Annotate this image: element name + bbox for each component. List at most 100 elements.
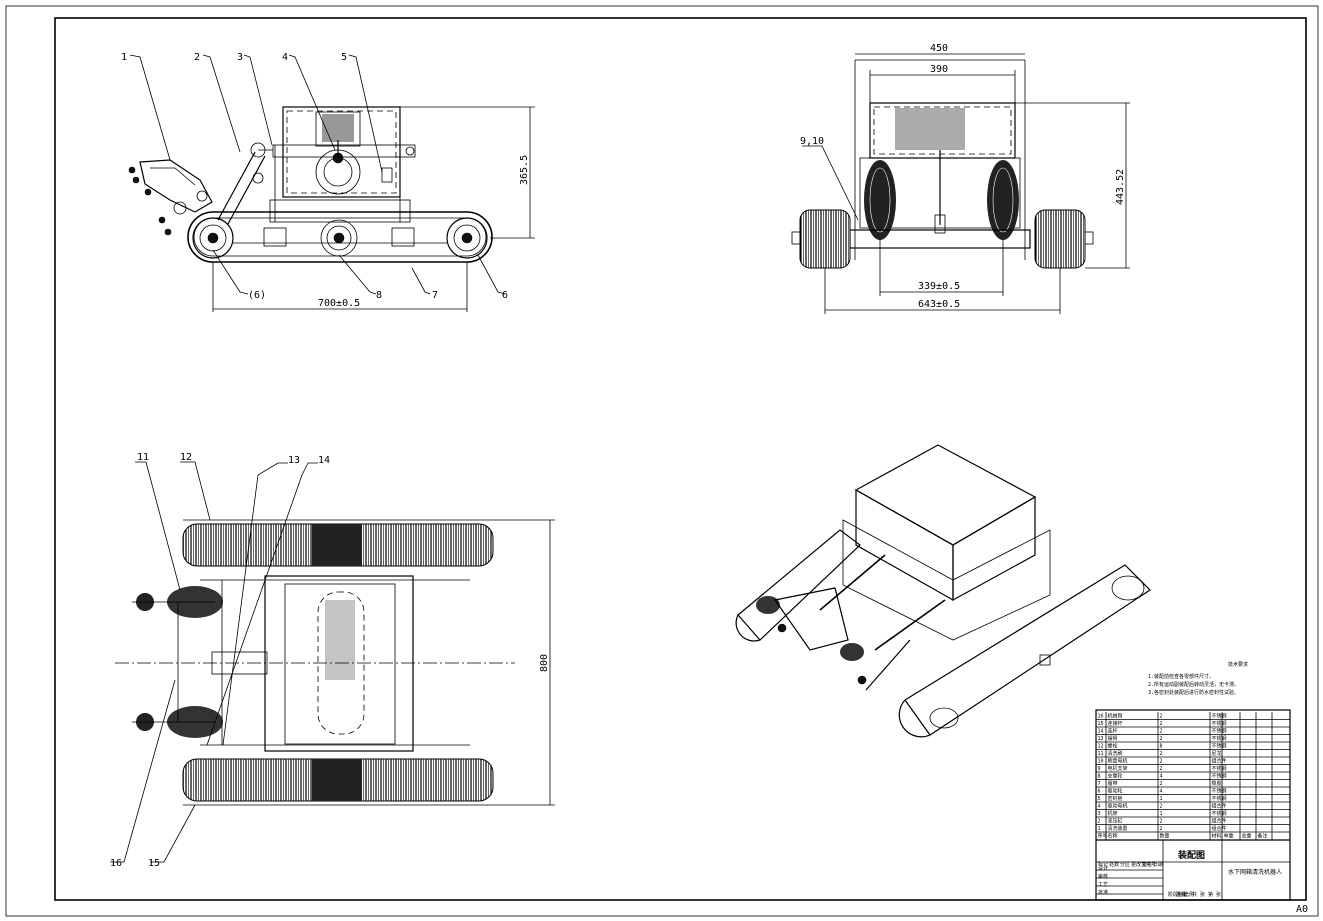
bom-cell: 16: [1098, 714, 1104, 720]
top-dim-width: 800: [493, 519, 555, 806]
bom-cell: 2: [1160, 804, 1163, 810]
bom-cell: 不锈钢: [1212, 720, 1227, 727]
bom-header-cell: 数量: [1160, 833, 1170, 840]
technical-notes: 技术要求 1.装配前检查各零部件尺寸。 2.所有运动副装配后转动灵活，无卡滞。 …: [1148, 661, 1248, 696]
callout-4: 4: [282, 52, 288, 63]
bom-cell: 清洗装置: [1108, 825, 1128, 832]
bom-cell: 不锈钢: [1212, 810, 1227, 817]
bom-cell: 摆臂: [1108, 735, 1118, 742]
bom-cell: 9: [1098, 766, 1101, 772]
revision-label: 分区: [1120, 861, 1130, 868]
bom-header-cell: 备注: [1258, 833, 1268, 840]
callout-14: 14: [318, 455, 330, 466]
top-track-upper: [182, 519, 494, 567]
iso-cabin: [854, 444, 1037, 602]
callout-13: 13: [288, 455, 300, 466]
side-view: 700±0.5 365.5 1 2 3 4 5 (6) 8 7: [121, 52, 535, 312]
bom-cell: 8: [1160, 744, 1163, 750]
bom-cell: 履带: [1108, 781, 1118, 787]
bom-header-cell: 名称: [1108, 833, 1118, 840]
bom-cell: 不锈钢: [1212, 773, 1227, 780]
callout-1: 1: [121, 52, 127, 63]
front-track-right: [1034, 209, 1094, 269]
bom-cell: 2: [1160, 721, 1163, 727]
isometric-view: [735, 444, 1151, 738]
callout-8: 8: [376, 290, 382, 301]
bom-cell: 2: [1098, 819, 1101, 825]
notes-line-3: 3.各密封处装配后进行防水密封性试验。: [1148, 689, 1239, 696]
bom-cell: 驱动电机: [1108, 803, 1128, 810]
bom-cell: 组合件: [1212, 803, 1227, 810]
bom-cell: 橡胶: [1212, 780, 1222, 787]
sign-grid: 设计审核工艺批准标记处数分区更改文件号签名日期阶段标记重量比例共张第张: [1096, 861, 1221, 898]
drive-wheel-rear: [192, 217, 234, 259]
iso-arms: [756, 554, 946, 691]
callout-9-10: 9,10: [800, 136, 824, 147]
bom-header-cell: 单重: [1224, 833, 1234, 840]
bom-cell: 2: [1160, 729, 1163, 735]
sign-label: 批准: [1098, 889, 1108, 896]
bom-cell: 组合件: [1212, 818, 1227, 825]
meta-label: 张: [1216, 891, 1221, 898]
bom-cell: 1: [1160, 811, 1163, 817]
bom-cell: 10: [1098, 759, 1104, 765]
bom-cell: 密封舱: [1108, 795, 1123, 802]
top-leaders: 11 12 13 14 16 15: [110, 452, 330, 869]
bom-cell: 2: [1160, 819, 1163, 825]
bom-cell: 组合件: [1212, 758, 1227, 765]
dim-height-text: 365.5: [519, 155, 530, 185]
meta-label: 比例: [1184, 891, 1194, 898]
top-brush-upper: [132, 586, 223, 618]
bom-cell: 5: [1098, 796, 1101, 802]
dim-339: 339±0.5: [918, 281, 960, 292]
bom-cell: 3: [1098, 811, 1101, 817]
bom-cell: 机械臂: [1108, 713, 1123, 720]
callout-5: 5: [341, 52, 347, 63]
bom-cell: 1: [1098, 826, 1101, 832]
bom-cell: 6: [1098, 789, 1101, 795]
bom-header-row: 序号名称数量材料单重总重备注: [1098, 833, 1268, 840]
dim-length-text: 700±0.5: [318, 298, 360, 309]
bom-cell: 电机支架: [1108, 765, 1128, 772]
bom-cell: 不锈钢: [1212, 788, 1227, 795]
callout-7: 7: [432, 290, 438, 301]
meta-label: 共: [1192, 891, 1197, 898]
bom-header-cell: 序号: [1098, 833, 1108, 840]
bom-cell: 清洗刷: [1108, 750, 1123, 757]
side-dimension-length: 700±0.5: [212, 262, 468, 312]
bom-cell: 1: [1160, 796, 1163, 802]
road-wheel-middle: [320, 219, 358, 257]
callout-6-hidden: (6): [248, 290, 266, 301]
callout-12: 12: [180, 452, 192, 463]
front-dims: 450 390 443.52 339±0.5 643±0.5 9,10: [800, 43, 1130, 314]
bom-cell: 11: [1098, 751, 1104, 757]
top-brush-lower: [132, 706, 223, 738]
sheet-border: A0: [5, 5, 1319, 917]
bom-cell: 连接杆: [1108, 720, 1123, 727]
front-view: 450 390 443.52 339±0.5 643±0.5 9,10: [791, 43, 1130, 314]
notes-heading: 技术要求: [1228, 661, 1248, 668]
bom-cell: 刷盘电机: [1108, 758, 1128, 765]
callout-15: 15: [148, 858, 160, 869]
notes-line-1: 1.装配前检查各零部件尺寸。: [1148, 673, 1214, 680]
bom-cell: 2: [1160, 736, 1163, 742]
revision-label: 更改文件号: [1131, 861, 1156, 868]
sign-label: 工艺: [1098, 882, 1108, 888]
bom-cell: 不锈钢: [1212, 735, 1227, 742]
meta-label: 第: [1208, 891, 1213, 898]
revision-label: 签名: [1142, 861, 1152, 868]
sign-label: 审核: [1098, 873, 1108, 880]
dim-390: 390: [930, 64, 948, 75]
